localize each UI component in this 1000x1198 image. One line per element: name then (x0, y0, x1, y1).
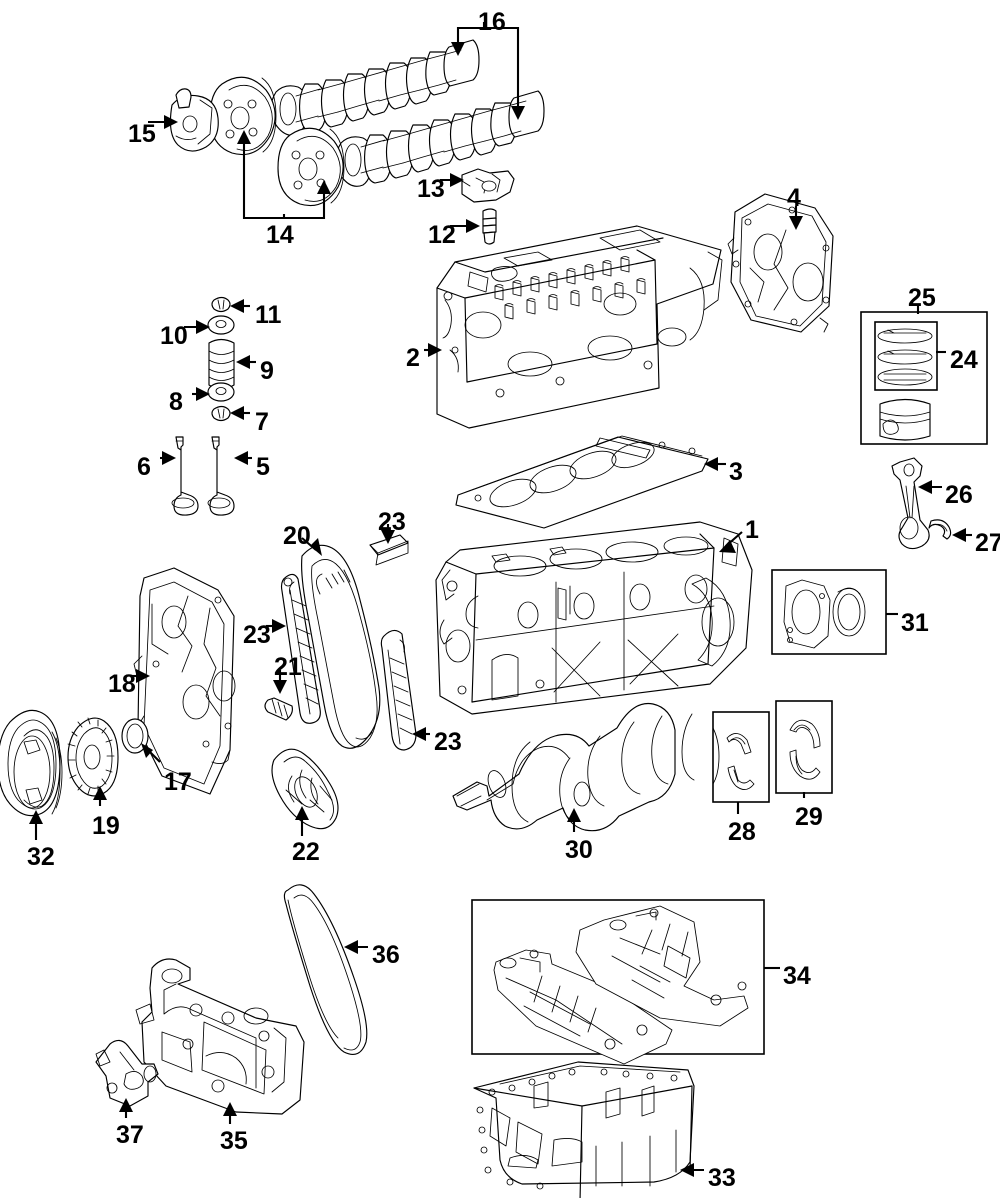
rear-seal-box-graphic (771, 569, 887, 655)
callout-19[interactable]: 19 (92, 812, 120, 840)
oil-pan-graphic (473, 1061, 695, 1198)
connecting-rod-graphic (891, 457, 930, 550)
oil-control-solenoid-graphic (95, 1039, 159, 1107)
callout-27[interactable]: 27 (975, 529, 1000, 557)
callout-24[interactable]: 24 (950, 346, 978, 374)
timing-cover-front-graphic (133, 567, 236, 795)
callout-34[interactable]: 34 (783, 962, 811, 990)
callout-25[interactable]: 25 (908, 284, 936, 312)
piston-rings-graphic (877, 328, 933, 386)
main-bearing-box-graphic (712, 711, 770, 803)
oil-pump-belt-graphic (283, 884, 368, 1055)
callout-23-left[interactable]: 23 (243, 621, 271, 649)
callout-37[interactable]: 37 (116, 1121, 144, 1149)
camshaft-actuator-graphic (169, 88, 219, 152)
callout-20[interactable]: 20 (283, 522, 311, 550)
callout-11[interactable]: 11 (255, 301, 282, 329)
callout-4[interactable]: 4 (787, 184, 801, 212)
crank-pulley-graphic (0, 709, 63, 817)
baffle-right-graphic (575, 905, 749, 1027)
cylinder-head-graphic (436, 225, 723, 429)
leader-lines (29, 22, 972, 1177)
callout-13[interactable]: 13 (417, 175, 445, 203)
valve-spring-retainer-graphic (207, 315, 235, 335)
chain-tensioner-arm-graphic (271, 748, 339, 830)
timing-cover-upper-graphic (727, 193, 834, 333)
connecting-rod-bearing-graphic (928, 519, 952, 540)
thrust-bearing-box-graphic (775, 700, 833, 794)
callout-32[interactable]: 32 (27, 843, 55, 871)
camshaft-phaser-1-graphic (209, 76, 277, 156)
exhaust-valve-graphic (207, 436, 235, 516)
piston-assembly-graphic (860, 311, 988, 445)
callout-23-top[interactable]: 23 (378, 508, 406, 536)
callout-12[interactable]: 12 (428, 221, 456, 249)
callout-15[interactable]: 15 (128, 120, 156, 148)
callout-10[interactable]: 10 (160, 322, 188, 350)
callout-17[interactable]: 17 (164, 768, 192, 796)
callout-23-right[interactable]: 23 (434, 728, 462, 756)
chain-guide-right-graphic (380, 629, 417, 751)
callout-30[interactable]: 30 (565, 836, 593, 864)
engine-block-graphic (435, 521, 753, 715)
oil-baffle-box-graphic (471, 899, 765, 1065)
piston-graphic (879, 398, 931, 441)
callout-28[interactable]: 28 (728, 818, 756, 846)
camshaft-upper-graphic (270, 39, 480, 136)
callout-7[interactable]: 7 (255, 408, 269, 436)
valve-spring-seat-graphic (207, 382, 235, 402)
callout-2[interactable]: 2 (406, 344, 420, 372)
camshaft-lower-graphic (335, 90, 545, 187)
valve-keeper-upper-graphic (211, 296, 231, 313)
callout-5[interactable]: 5 (256, 453, 270, 481)
valve-spring-graphic (208, 338, 235, 390)
callout-35[interactable]: 35 (220, 1127, 248, 1155)
callout-6[interactable]: 6 (137, 453, 151, 481)
callout-8[interactable]: 8 (169, 388, 183, 416)
callout-18[interactable]: 18 (108, 670, 136, 698)
callout-1[interactable]: 1 (745, 516, 759, 544)
callout-22[interactable]: 22 (292, 838, 320, 866)
callout-21[interactable]: 21 (274, 653, 302, 681)
chain-tensioner-spring-graphic (264, 697, 293, 721)
callout-31[interactable]: 31 (901, 609, 929, 637)
callout-29[interactable]: 29 (795, 803, 823, 831)
callout-36[interactable]: 36 (372, 941, 400, 969)
crankshaft-graphic (452, 702, 720, 832)
callout-9[interactable]: 9 (260, 357, 274, 385)
valve-keeper-lower-graphic (211, 405, 231, 422)
callout-3[interactable]: 3 (729, 458, 743, 486)
rocker-arm-graphic (461, 168, 515, 203)
chain-guide-left-graphic (280, 573, 321, 724)
head-gasket-graphic (455, 435, 709, 529)
callout-26[interactable]: 26 (945, 481, 973, 509)
crank-sprocket-graphic (67, 717, 119, 797)
baffle-left-graphic (493, 949, 673, 1065)
intake-valve-graphic (171, 436, 199, 516)
callout-33[interactable]: 33 (708, 1164, 736, 1192)
callout-14[interactable]: 14 (266, 221, 294, 249)
lash-adjuster-graphic (482, 208, 497, 245)
callout-16[interactable]: 16 (478, 8, 506, 36)
timing-chain-graphic (301, 544, 381, 749)
